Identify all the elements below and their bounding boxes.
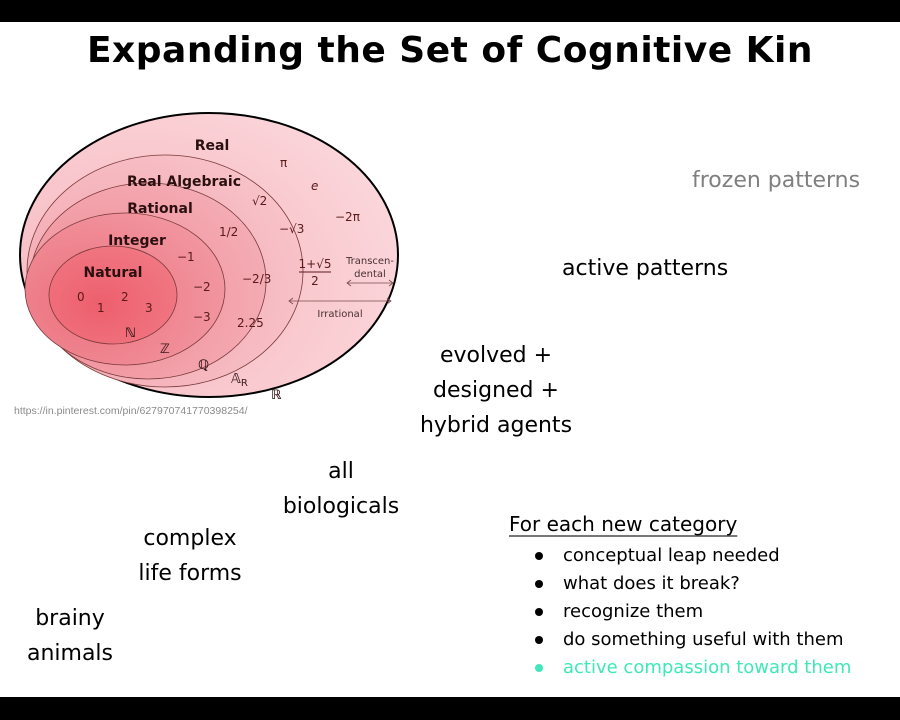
symbol-integers: ℤ bbox=[160, 342, 170, 357]
annotation-transcendental: Transcen- bbox=[345, 256, 394, 267]
category-biologicals-line: all bbox=[328, 459, 354, 484]
member-integer: −1 bbox=[177, 250, 195, 264]
category-frozen-patterns: frozen patterns bbox=[692, 168, 861, 193]
slide-title: Expanding the Set of Cognitive Kin bbox=[86, 30, 814, 71]
member-algebraic-fraction-numerator: 1+√5 bbox=[299, 257, 332, 271]
checklist-item: what does it break? bbox=[535, 570, 851, 598]
category-complex-line: life forms bbox=[138, 561, 242, 586]
annotation-irrational: Irrational bbox=[317, 309, 362, 320]
category-agents-line: evolved + bbox=[439, 343, 553, 368]
checklist-item: do something useful with them bbox=[535, 626, 851, 654]
category-brainy-line: brainy bbox=[35, 606, 105, 631]
symbol-reals: ℝ bbox=[271, 388, 282, 403]
symbol-algebraic: 𝔸R bbox=[231, 372, 248, 389]
irrational-arrow bbox=[288, 297, 392, 305]
label-real: Real bbox=[195, 138, 230, 154]
checklist-item-text: conceptual leap needed bbox=[563, 545, 780, 566]
label-natural: Natural bbox=[84, 265, 143, 281]
member-algebraic: √2 bbox=[252, 194, 267, 208]
member-rational: 1/2 bbox=[219, 225, 238, 239]
checklist-item-highlighted: active compassion toward them bbox=[535, 654, 851, 682]
label-integer: Integer bbox=[108, 233, 166, 249]
member-real: −2π bbox=[335, 210, 360, 224]
checklist: conceptual leap needed what does it brea… bbox=[535, 542, 851, 682]
category-brainy-line: animals bbox=[26, 641, 114, 666]
symbol-rationals: ℚ bbox=[198, 358, 209, 373]
member-real: e bbox=[311, 179, 318, 193]
member-rational: 2.25 bbox=[237, 316, 264, 330]
category-agents: evolved + designed + hybrid agents bbox=[396, 338, 596, 443]
bullet-icon bbox=[535, 552, 543, 560]
member-integer: −3 bbox=[193, 310, 211, 324]
member-algebraic: −√3 bbox=[279, 222, 304, 236]
bullet-icon bbox=[535, 664, 543, 672]
member-real: π bbox=[280, 156, 287, 170]
member-natural: 1 bbox=[97, 301, 105, 315]
category-all-biologicals: all biologicals bbox=[260, 454, 422, 524]
member-rational: −2/3 bbox=[242, 272, 271, 286]
transcendental-arrow bbox=[346, 279, 394, 287]
number-sets-venn-diagram: Real Real Algebraic Rational Integer Nat… bbox=[19, 112, 399, 403]
category-brainy-animals: brainy animals bbox=[10, 601, 130, 671]
member-integer: −2 bbox=[193, 280, 211, 294]
annotation-transcendental: dental bbox=[354, 269, 386, 280]
symbol-naturals: ℕ bbox=[125, 326, 136, 341]
member-algebraic-fraction-denominator: 2 bbox=[311, 274, 319, 288]
category-active-patterns: active patterns bbox=[562, 256, 729, 281]
checklist-heading: For each new category bbox=[509, 512, 738, 536]
checklist-item: recognize them bbox=[535, 598, 851, 626]
image-source-url: https://in.pinterest.com/pin/62797074177… bbox=[14, 405, 248, 417]
bullet-icon bbox=[535, 636, 543, 644]
checklist-item-text: do something useful with them bbox=[563, 629, 844, 650]
category-agents-line: hybrid agents bbox=[419, 413, 573, 438]
bullet-icon bbox=[535, 580, 543, 588]
label-real-algebraic: Real Algebraic bbox=[127, 174, 241, 190]
checklist-item-text: what does it break? bbox=[563, 573, 740, 594]
slide: Expanding the Set of Cognitive Kin Real bbox=[0, 22, 900, 697]
category-biologicals-line: biologicals bbox=[282, 494, 400, 519]
checklist-item-text: active compassion toward them bbox=[563, 657, 852, 678]
category-agents-line: designed + bbox=[433, 378, 559, 403]
checklist-item: conceptual leap needed bbox=[535, 542, 851, 570]
category-complex-line: complex bbox=[143, 526, 237, 551]
category-complex-life-forms: complex life forms bbox=[110, 521, 270, 591]
member-natural: 3 bbox=[145, 301, 153, 315]
checklist-item-text: recognize them bbox=[563, 601, 704, 622]
bullet-icon bbox=[535, 608, 543, 616]
label-rational: Rational bbox=[127, 201, 193, 217]
member-natural: 0 bbox=[77, 290, 85, 304]
set-natural bbox=[48, 245, 178, 345]
member-natural: 2 bbox=[121, 290, 129, 304]
